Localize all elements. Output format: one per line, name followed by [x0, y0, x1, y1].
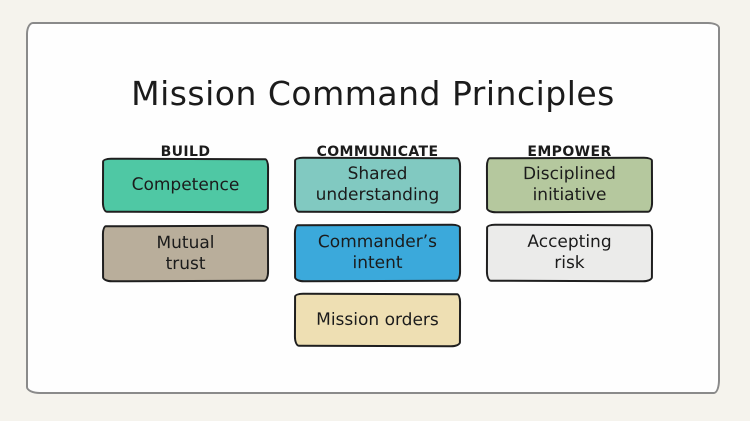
- box-competence: Competence: [101, 157, 270, 214]
- box-accepting-risk: Accepting risk: [485, 223, 654, 283]
- box-disciplined-initiative: Disciplined initiative: [485, 156, 654, 214]
- box-commanders-intent: Commander’s intent: [293, 223, 462, 283]
- slide-card: Mission Command Principles BUILD COMMUNI…: [26, 22, 720, 394]
- box-shared-understanding: Shared understanding: [293, 156, 462, 214]
- box-label: Mutual trust: [156, 232, 215, 274]
- column-header-build: BUILD: [160, 144, 211, 160]
- box-label: Shared understanding: [315, 164, 440, 206]
- box-label: Accepting risk: [527, 232, 612, 274]
- column-header-empower: EMPOWER: [527, 144, 612, 160]
- box-mission-orders: Mission orders: [293, 292, 462, 348]
- box-label: Disciplined initiative: [522, 164, 616, 206]
- box-label: Commander’s intent: [317, 232, 438, 274]
- box-mutual-trust: Mutual trust: [101, 224, 270, 283]
- box-label: Mission orders: [316, 309, 439, 330]
- page-title: Mission Command Principles: [131, 74, 615, 113]
- column-header-communicate: COMMUNICATE: [316, 144, 439, 160]
- box-label: Competence: [131, 174, 240, 196]
